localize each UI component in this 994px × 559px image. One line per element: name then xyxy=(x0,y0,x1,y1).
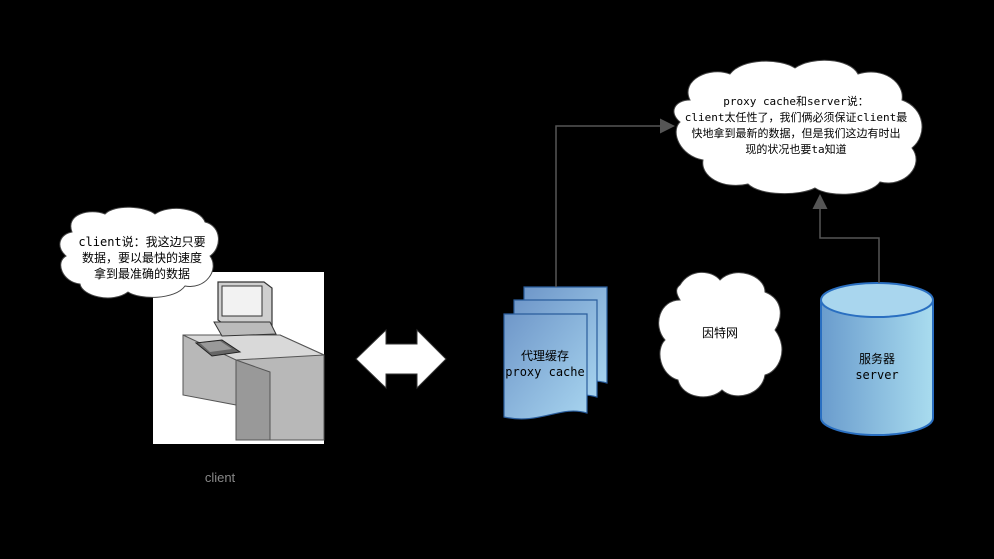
proxy-cache-label-cn: 代理缓存 xyxy=(520,349,569,363)
internet-cloud xyxy=(658,271,783,398)
server-bubble-line: proxy cache和server说： xyxy=(723,95,869,108)
proxy-cache-label: 代理缓存 proxy cache xyxy=(500,348,590,380)
client-caption: client xyxy=(204,470,236,485)
client-bubble-line: client说：我这边只要 xyxy=(78,235,206,249)
internet-label: 因特网 xyxy=(701,326,738,340)
client-computer-image xyxy=(153,272,325,444)
server-cylinder-shape xyxy=(820,282,934,436)
server-bubble-line: 快地拿到最新的数据，但是我们这边有时出 xyxy=(691,127,901,140)
server-bubble-line: 现的状况也要ta知道 xyxy=(745,143,847,156)
proxy-to-bubble-connector xyxy=(555,118,675,287)
client-bubble-text: client说：我这边只要 数据，要以最快的速度 拿到最准确的数据 xyxy=(62,234,222,282)
client-bubble-line: 数据，要以最快的速度 xyxy=(81,251,202,265)
client-bubble-line: 拿到最准确的数据 xyxy=(93,267,190,281)
proxy-cache-label-en: proxy cache xyxy=(505,365,585,379)
client-speech-cloud xyxy=(59,206,219,299)
server-speech-cloud xyxy=(673,59,923,195)
proxy-cache-documents-shape xyxy=(503,286,608,420)
server-bubble-text: proxy cache和server说： client太任性了，我们俩必须保证c… xyxy=(668,94,924,158)
server-label-en: server xyxy=(855,368,899,382)
server-to-bubble-connector xyxy=(812,194,880,283)
bidirectional-arrow-icon xyxy=(355,328,447,390)
server-label-cn: 服务器 xyxy=(858,352,895,366)
server-label: 服务器 server xyxy=(830,351,924,383)
server-bubble-line: client太任性了，我们俩必须保证client最 xyxy=(684,111,908,124)
